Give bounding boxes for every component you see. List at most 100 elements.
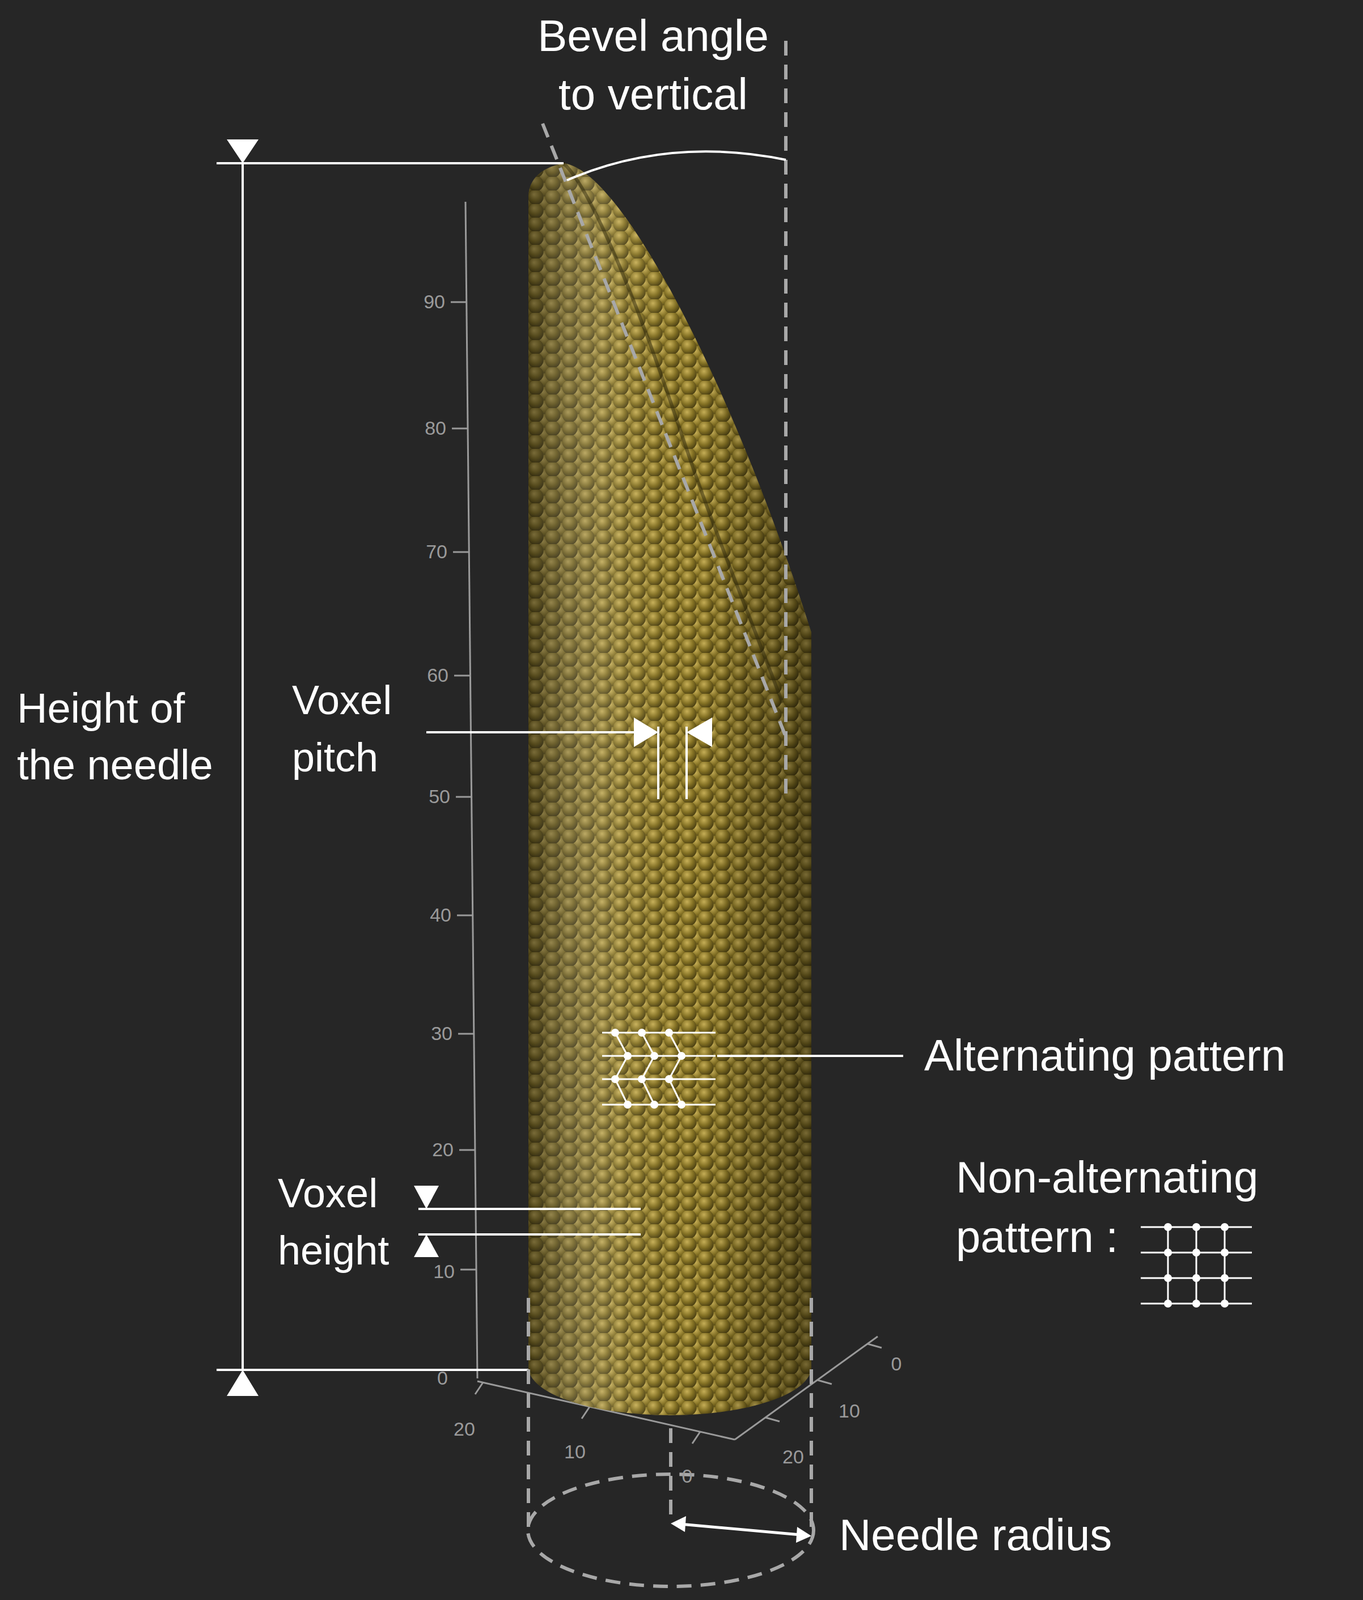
- icon-dot: [650, 1052, 659, 1061]
- leader-line: [426, 731, 634, 734]
- arrowhead: [633, 717, 659, 748]
- icon-dot: [665, 1029, 673, 1037]
- icon-dot: [1192, 1223, 1201, 1232]
- axis-tick: [581, 1407, 590, 1420]
- axis-tick: [450, 301, 467, 304]
- icon-dot: [611, 1029, 620, 1037]
- icon-dot: [637, 1075, 646, 1084]
- dimension-label: Needle radius: [839, 1509, 1112, 1563]
- bevel-line: [542, 123, 786, 738]
- dimension-label: Height of the needle: [17, 680, 227, 794]
- icon-line: [1167, 1227, 1170, 1305]
- axis-tick: [459, 1149, 476, 1152]
- dimension-label: Voxel pitch: [291, 671, 406, 787]
- axis-tick: [454, 675, 471, 677]
- extension-line: [418, 1208, 641, 1211]
- axis-tick-label: 80: [424, 417, 447, 439]
- icon-line: [602, 1055, 716, 1058]
- icon-dot: [1220, 1249, 1229, 1257]
- extension-line: [216, 162, 564, 165]
- arrowhead: [226, 1370, 259, 1397]
- angle-arc: [566, 151, 786, 181]
- axis-tick: [867, 1344, 882, 1349]
- dimension-label: Voxel height: [277, 1165, 397, 1280]
- axis-tick: [460, 1269, 477, 1272]
- extension-line: [418, 1233, 641, 1236]
- axis-tick: [475, 1382, 484, 1395]
- axis-tick-label: 90: [423, 291, 446, 313]
- extension-line: [216, 1369, 529, 1372]
- icon-dot: [623, 1101, 632, 1109]
- icon-dot: [1163, 1249, 1172, 1257]
- icon-dot: [677, 1052, 686, 1061]
- axis-tick: [455, 796, 472, 799]
- radius-guides: [527, 1298, 814, 1587]
- axis-tick: [456, 915, 473, 917]
- icon-dot: [650, 1101, 659, 1109]
- icon-dot: [1163, 1274, 1172, 1283]
- arrowhead: [413, 1234, 439, 1258]
- icon-line: [1195, 1227, 1198, 1305]
- non-alternating-icon: [1140, 1227, 1252, 1305]
- icon-zigzag: [641, 1033, 655, 1106]
- axis-tick-label: 0: [891, 1353, 903, 1375]
- axis-tick-label: 10: [838, 1400, 861, 1422]
- icon-dot: [623, 1052, 632, 1061]
- icon-line: [1224, 1227, 1226, 1305]
- axis-tick-label: 0: [437, 1368, 448, 1390]
- icon-dot: [1192, 1300, 1201, 1309]
- height-voxel-dimension: [418, 1209, 641, 1235]
- arrowhead: [413, 1186, 439, 1210]
- bevel-guides: [542, 40, 786, 797]
- arrowhead: [686, 717, 713, 748]
- icon-zigzag: [615, 1033, 628, 1106]
- icon-dot: [1220, 1223, 1229, 1232]
- dimension-label: Bevel angle to vertical: [528, 6, 778, 124]
- axis-tick-label: 30: [430, 1023, 453, 1045]
- axis-tick: [451, 428, 468, 430]
- axis-tick: [817, 1380, 832, 1385]
- leader-line: [717, 1055, 904, 1058]
- axis-tick: [765, 1417, 780, 1422]
- vertical-line: [784, 40, 788, 797]
- legend-label: Non-alternating pattern :: [955, 1148, 1274, 1268]
- extension-line: [685, 726, 688, 800]
- icon-dot: [1220, 1274, 1229, 1283]
- non-alternating-dots: [1163, 1223, 1229, 1309]
- extension-line: [657, 726, 660, 800]
- axis-tick-label: 0: [682, 1466, 693, 1488]
- arrowhead: [796, 1527, 812, 1544]
- radius-line: [680, 1524, 801, 1536]
- icon-dot: [1220, 1300, 1229, 1309]
- axis-tick-label: 20: [453, 1419, 476, 1441]
- base-ellipse: [527, 1474, 814, 1587]
- icon-zigzag: [669, 1033, 682, 1106]
- axis-tick-label: 60: [426, 665, 449, 687]
- axis-tick-label: 20: [432, 1139, 454, 1161]
- axis-tick-label: 10: [564, 1441, 586, 1463]
- alternating-icon: [602, 1033, 904, 1106]
- arrowhead: [670, 1516, 687, 1533]
- dimension-line: [241, 163, 244, 1371]
- axis-tick-label: 20: [782, 1446, 804, 1468]
- icon-dot: [1192, 1274, 1201, 1283]
- icon-dot: [611, 1075, 620, 1084]
- alternating-dots: [611, 1029, 686, 1109]
- height-dimension: [216, 163, 564, 1371]
- axis-line: [465, 201, 478, 1379]
- axis-tick: [692, 1432, 701, 1445]
- icon-dot: [637, 1029, 646, 1037]
- bevel-edge: [563, 163, 783, 704]
- callout-label: Alternating pattern: [924, 1029, 1286, 1083]
- axis-tick-label: 50: [428, 786, 451, 808]
- axis-tick-label: 10: [433, 1261, 455, 1283]
- axis-tick-label: 70: [425, 541, 448, 563]
- icon-dot: [1163, 1223, 1172, 1232]
- axis-tick: [458, 1033, 474, 1036]
- axis-tick: [453, 551, 469, 554]
- icon-line: [602, 1104, 716, 1107]
- arrowhead: [226, 139, 259, 164]
- icon-dot: [677, 1101, 686, 1109]
